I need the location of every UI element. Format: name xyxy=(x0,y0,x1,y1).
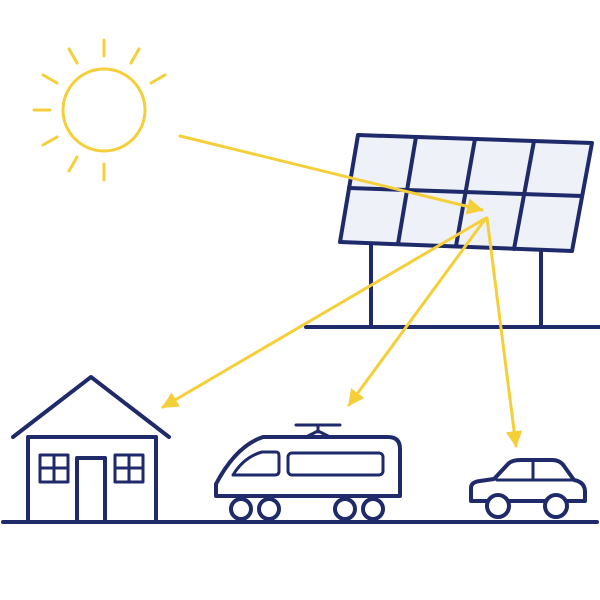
arrow-panel-to-train xyxy=(347,216,488,407)
train-wheel xyxy=(361,497,385,521)
train-front-window xyxy=(231,450,281,477)
train-body xyxy=(214,435,402,498)
house-window-left xyxy=(38,453,70,484)
car-wheel xyxy=(485,493,511,519)
car-wheel xyxy=(543,493,569,519)
house-walls xyxy=(26,435,158,524)
house-window-right xyxy=(113,453,145,484)
car-body xyxy=(469,458,587,503)
train-icon xyxy=(214,423,402,521)
car-icon xyxy=(469,458,587,519)
arrow-panel-to-house xyxy=(161,216,488,409)
train-wheel xyxy=(229,497,253,521)
solar-panel-icon xyxy=(338,133,594,328)
sun-icon xyxy=(32,38,167,182)
house-roof xyxy=(11,375,171,439)
train-wheel xyxy=(333,497,357,521)
house-icon xyxy=(11,375,171,524)
train-side-window xyxy=(286,451,385,477)
energy-flow-arrows xyxy=(161,134,523,448)
arrow-sun-to-panel xyxy=(178,134,484,215)
house-door xyxy=(75,456,107,524)
train-wheel xyxy=(257,497,281,521)
arrow-panel-to-car xyxy=(485,216,523,448)
